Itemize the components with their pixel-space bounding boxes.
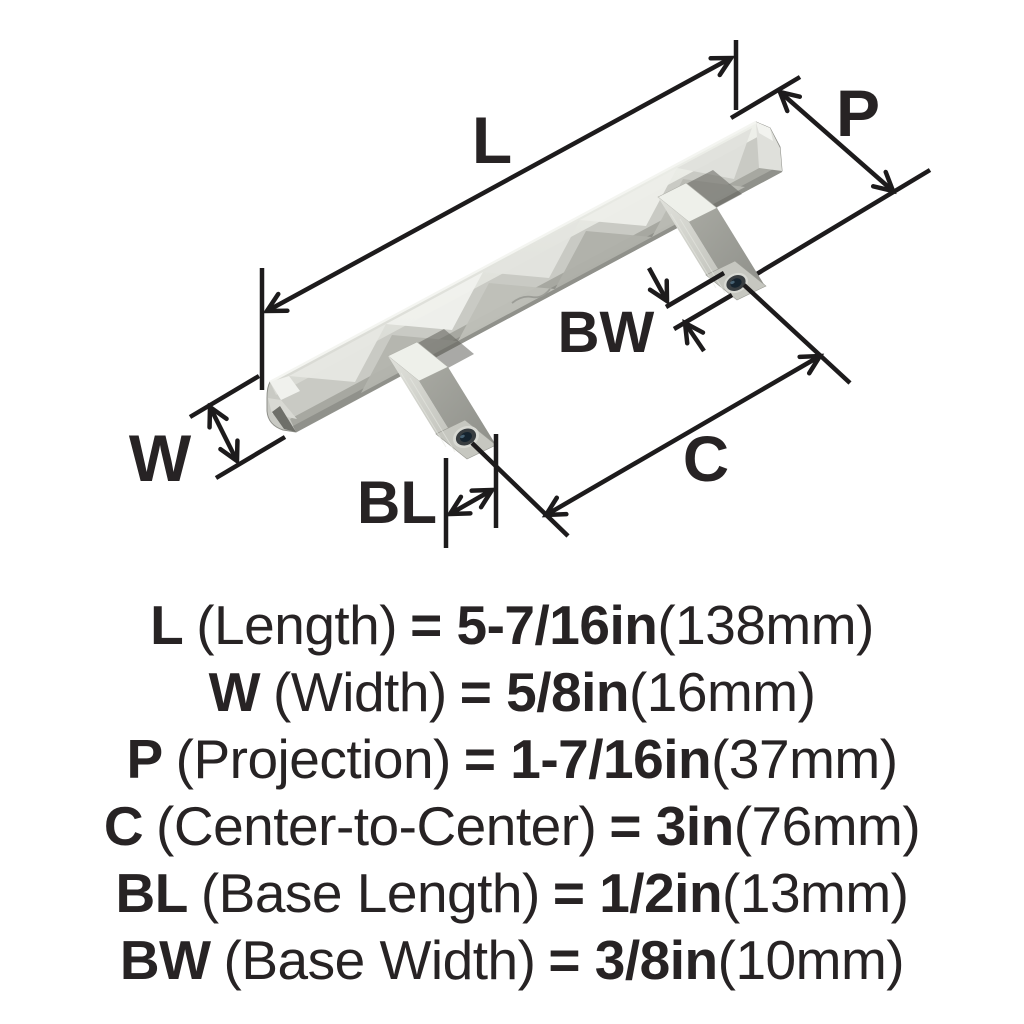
base-width-label: BW xyxy=(558,300,655,365)
c-dimension-line xyxy=(541,353,825,518)
spec-metric: (76mm) xyxy=(733,795,921,857)
spec-label: BL xyxy=(115,862,188,924)
spec-row-center-to-center: C(Center-to-Center)= 3in(76mm) xyxy=(0,793,1024,860)
spec-label: P xyxy=(126,728,163,790)
bl-dimension-line xyxy=(445,487,497,517)
p-dimension-line xyxy=(776,88,897,195)
spec-metric: (37mm) xyxy=(711,728,898,790)
left-post-shadow xyxy=(418,329,474,368)
spec-label: L xyxy=(150,594,184,656)
bar-left-end-cap xyxy=(268,376,300,432)
spec-row-width: W(Width)= 5/8in(16mm) xyxy=(0,659,1024,726)
l-dimension-line xyxy=(262,55,736,314)
dimension-labels: L P W C BL BW xyxy=(129,76,880,536)
spec-row-base-length: BL(Base Length)= 1/2in(13mm) xyxy=(0,860,1024,927)
spec-row-projection: P(Projection)= 1-7/16in(37mm) xyxy=(0,726,1024,793)
center-to-center-label: C xyxy=(683,423,729,495)
spec-imperial: = 1-7/16in xyxy=(463,728,712,790)
bar-right-end-face xyxy=(756,122,782,171)
bw-tick-lower xyxy=(672,293,734,331)
p-extension-top xyxy=(729,75,802,120)
spec-imperial: = 3/8in xyxy=(548,929,718,991)
spec-descriptor: (Length) xyxy=(196,594,398,656)
spec-descriptor: (Width) xyxy=(273,661,447,723)
dimension-diagram-canvas: L P W C BL BW xyxy=(129,40,932,548)
spec-label: BW xyxy=(119,929,211,991)
w-extension-upper xyxy=(188,374,261,419)
bar-top-highlight xyxy=(269,120,757,384)
w-dimension-line xyxy=(207,402,240,466)
spec-imperial: = 3in xyxy=(609,795,734,857)
spec-imperial: = 5/8in xyxy=(459,661,630,723)
spec-label: C xyxy=(103,795,144,857)
bw-tick-upper xyxy=(664,271,726,309)
spec-descriptor: (Base Width) xyxy=(223,929,536,991)
spec-imperial: = 1/2in xyxy=(552,862,723,924)
base-length-label: BL xyxy=(357,469,437,536)
spec-imperial: = 5-7/16in xyxy=(410,594,658,656)
projection-label: P xyxy=(836,76,880,150)
spec-metric: (13mm) xyxy=(722,862,909,924)
spec-label: W xyxy=(208,661,261,723)
spec-row-length: L(Length)= 5-7/16in(138mm) xyxy=(0,592,1024,659)
bw-arrow-upper xyxy=(647,266,670,306)
dimension-lines xyxy=(188,40,897,548)
spec-metric: (16mm) xyxy=(628,661,816,723)
length-label: L xyxy=(472,103,512,177)
spec-row-base-width: BW(Base Width)= 3/8in(10mm) xyxy=(0,927,1024,994)
spec-descriptor: (Base Length) xyxy=(200,862,541,924)
spec-metric: (10mm) xyxy=(717,929,905,991)
width-label: W xyxy=(129,421,192,495)
mounting-surface-line-group xyxy=(738,168,932,286)
bw-arrow-lower xyxy=(682,319,706,353)
w-extension-lower xyxy=(214,435,287,480)
spec-descriptor: (Center-to-Center) xyxy=(156,795,597,857)
mounting-surface-line xyxy=(738,168,932,286)
spec-list: L(Length)= 5-7/16in(138mm) W(Width)= 5/8… xyxy=(0,592,1024,994)
spec-descriptor: (Projection) xyxy=(175,728,452,790)
c-extension-right xyxy=(742,283,852,385)
spec-metric: (138mm) xyxy=(657,594,874,656)
c-extension-left xyxy=(470,441,570,538)
